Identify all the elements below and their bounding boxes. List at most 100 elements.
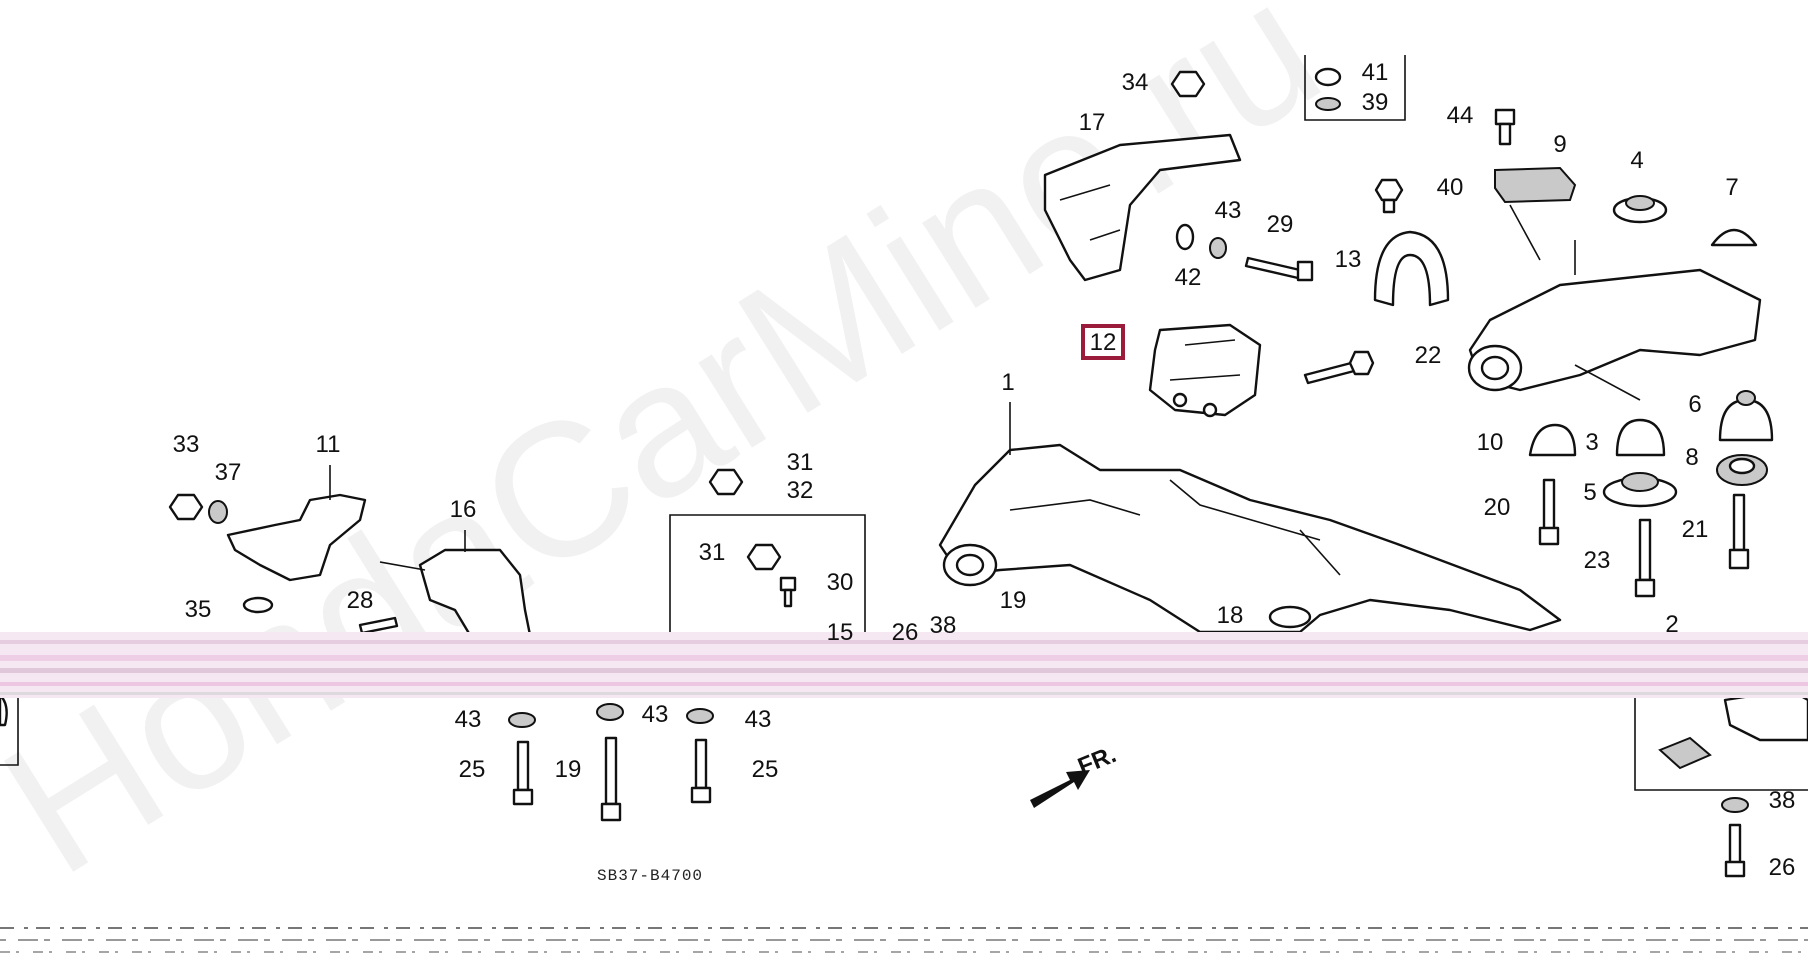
- part-label-37: 37: [215, 459, 242, 486]
- left-edge-part: [0, 693, 8, 727]
- bolt-30-shank: [783, 588, 793, 608]
- part-label-31: 31: [787, 449, 814, 476]
- mount-16-stud: [379, 561, 426, 571]
- part-label-31: 31: [699, 539, 726, 566]
- washer-37-shape: [208, 500, 228, 524]
- part-label-19: 19: [1000, 587, 1027, 614]
- bolt-19-shank: [604, 736, 618, 806]
- group-bracket-31-30: [669, 514, 866, 640]
- group-bracket-38-26: [1634, 690, 1808, 791]
- scan-line-2: [0, 655, 1808, 661]
- part-label-4: 4: [1630, 147, 1643, 174]
- bolt-21-head: [1728, 548, 1750, 570]
- fr-arrow-icon: [1030, 770, 1090, 808]
- bolt-25-left-shank: [516, 740, 530, 792]
- highlight-box-12[interactable]: [1081, 324, 1125, 360]
- part-label-33: 33: [173, 431, 200, 458]
- group-bracket-41-39: [1304, 55, 1406, 121]
- ball-joint-3-shape: [1615, 418, 1666, 457]
- mount-4-top: [1625, 195, 1655, 211]
- clamp-13-shape: [1373, 230, 1450, 307]
- bolt-29-shape: [1244, 256, 1302, 280]
- pad-9-shape: [1494, 166, 1577, 204]
- bushing-18-shape: [1268, 605, 1312, 629]
- part-label-34: 34: [1122, 69, 1149, 96]
- nut-33-shape: [168, 493, 204, 521]
- bolt-20-shank: [1542, 478, 1556, 532]
- part-label-41: 41: [1362, 59, 1389, 86]
- part-label-20: 20: [1484, 494, 1511, 521]
- part-label-18: 18: [1217, 602, 1244, 629]
- bolt-22-head: [1348, 350, 1375, 376]
- bracket-17-detail: [1059, 184, 1121, 241]
- part-label-2: 2: [1665, 611, 1678, 638]
- scan-line-5: [0, 692, 1808, 695]
- part-label-3: 3: [1585, 429, 1598, 456]
- part-label-11: 11: [316, 431, 341, 458]
- bolt-44-shank: [1498, 122, 1512, 146]
- part-label-32: 32: [787, 477, 814, 504]
- bolt-21-shank: [1732, 493, 1746, 552]
- bolt-40-shank: [1382, 198, 1396, 214]
- watermark: HondaCarMine.ru: [0, 0, 1353, 915]
- part-label-6: 6: [1688, 391, 1701, 418]
- part-label-25: 25: [752, 756, 779, 783]
- part-label-8: 8: [1685, 444, 1698, 471]
- part-label-16: 16: [450, 496, 477, 523]
- washer-42-shape: [1175, 223, 1195, 251]
- washer-43-c: [686, 708, 714, 724]
- bolt-19-head: [600, 802, 622, 822]
- lower-arm-bushing-inner: [1480, 355, 1510, 381]
- subframe-1-detail: [1009, 479, 1341, 576]
- part-label-26: 26: [892, 619, 919, 646]
- part-label-7: 7: [1725, 174, 1738, 201]
- fr-label: FR.: [1074, 741, 1120, 781]
- part-label-43: 43: [1215, 197, 1242, 224]
- part-label-35: 35: [185, 596, 212, 623]
- bolt-26-head: [1724, 860, 1746, 878]
- bolt-25-right-shank: [694, 738, 708, 790]
- bracket-11-shape: [226, 493, 367, 582]
- mount-12-hole-a: [1172, 392, 1188, 408]
- scan-line-1: [0, 640, 1808, 644]
- part-label-42: 42: [1175, 264, 1202, 291]
- bracket-17-shape: [1043, 133, 1242, 282]
- bushing-10-shape: [1528, 423, 1577, 457]
- bolt-26-shank: [1728, 823, 1742, 867]
- bolt-25-left-head: [512, 788, 534, 806]
- part-label-39: 39: [1362, 89, 1389, 116]
- part-label-17: 17: [1079, 109, 1106, 136]
- bolt-23-head: [1634, 578, 1656, 598]
- washer-43-b: [596, 703, 624, 721]
- part-label-26: 26: [1769, 854, 1796, 881]
- scan-band: [0, 632, 1808, 698]
- mount-12-hole-b: [1202, 402, 1218, 418]
- bolt-44-head: [1494, 108, 1516, 126]
- mount-16-shape: [418, 548, 532, 637]
- part-label-10: 10: [1477, 429, 1504, 456]
- part-label-40: 40: [1437, 174, 1464, 201]
- bolt-23-shank: [1638, 518, 1652, 582]
- scan-line-4: [0, 682, 1808, 686]
- part-label-12[interactable]: 12: [1090, 329, 1117, 356]
- washer-43-shape: [1209, 237, 1227, 259]
- part-label-1: 1: [1001, 369, 1014, 396]
- mount-8-inner: [1728, 457, 1756, 475]
- part-label-38: 38: [930, 612, 957, 639]
- front-direction-indicator: FR.: [1030, 741, 1120, 808]
- part-label-9: 9: [1553, 131, 1566, 158]
- part-label-25: 25: [459, 756, 486, 783]
- part-label-38: 38: [1769, 787, 1796, 814]
- part-label-21: 21: [1682, 516, 1709, 543]
- mount-12-detail: [1169, 339, 1241, 381]
- part-label-43: 43: [642, 701, 669, 728]
- mount-5-top: [1621, 472, 1659, 492]
- part-label-19: 19: [555, 756, 582, 783]
- part-label-29: 29: [1267, 211, 1294, 238]
- washer-35-shape: [242, 596, 274, 614]
- part-label-43: 43: [745, 706, 772, 733]
- bottom-scan-noise: [0, 927, 1808, 953]
- part-label-13: 13: [1335, 246, 1362, 273]
